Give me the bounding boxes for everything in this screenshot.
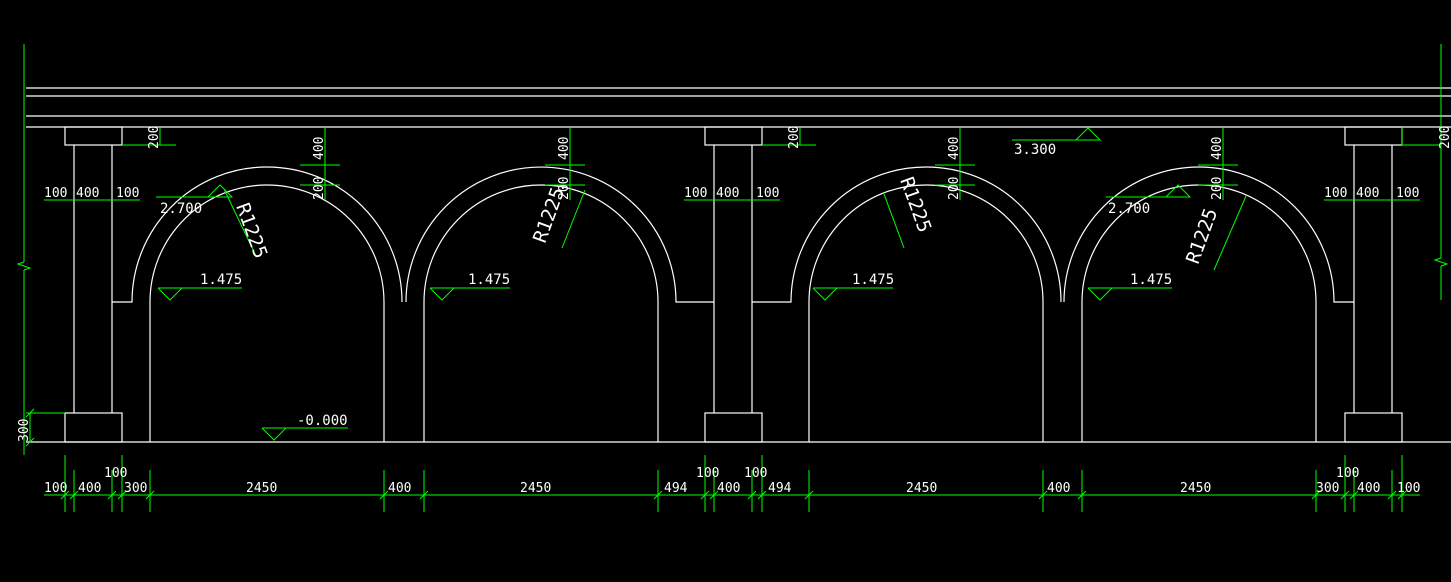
arch-outer	[752, 166, 1062, 303]
column-dim-side: 100	[1324, 186, 1347, 201]
radius-leader	[883, 193, 905, 249]
bottom-dim-label: 2450	[906, 481, 937, 496]
column-capital	[704, 126, 763, 146]
dim-label-400: 400	[312, 137, 327, 160]
arch-opening	[149, 184, 385, 442]
break-symbol	[1433, 257, 1449, 267]
dim-label-300: 300	[17, 419, 32, 442]
bottom-dim-label: 494	[664, 481, 688, 496]
column-dim-side: 100	[44, 186, 67, 201]
bottom-dim-label: 300	[124, 481, 147, 496]
radius-leader	[223, 188, 257, 257]
level-label-springing: 1.475	[852, 272, 894, 288]
column-base	[64, 412, 123, 443]
bottom-dim-label: 400	[717, 481, 740, 496]
dimension-graphics	[16, 44, 1449, 512]
column-dim-side: 100	[1396, 186, 1419, 201]
radius-leader	[1213, 195, 1247, 271]
bottom-dim-label: 300	[1316, 481, 1339, 496]
bottom-dim-label: 400	[1047, 481, 1070, 496]
bottom-dim-label: 400	[1357, 481, 1380, 496]
level-label-springing: 1.475	[1130, 272, 1172, 288]
dim-extension-lines	[64, 455, 1403, 512]
arch-outer	[1063, 166, 1354, 303]
dim-label-200: 200	[1210, 177, 1225, 200]
bottom-dim-label: 2450	[246, 481, 277, 496]
dim-label-200: 200	[312, 177, 327, 200]
dim-label-400: 400	[1210, 137, 1225, 160]
column-dim-mid: 400	[1356, 186, 1379, 201]
bottom-dim-label: 2450	[520, 481, 551, 496]
dim-tick	[25, 408, 35, 418]
level-label-springing: 1.475	[200, 272, 242, 288]
arch-opening	[423, 184, 659, 442]
level-label-top: 3.300	[1014, 142, 1056, 158]
bottom-dim-label: 494	[768, 481, 792, 496]
bottom-dim-label: 2450	[1180, 481, 1211, 496]
arch-opening	[808, 184, 1044, 442]
column-dim-side: 100	[116, 186, 139, 201]
column-dim-mid: 400	[76, 186, 99, 201]
dim-label-200: 200	[557, 177, 572, 200]
dim-label-200: 200	[787, 126, 802, 149]
column-base	[1344, 412, 1403, 443]
level-label-springing: 1.475	[468, 272, 510, 288]
bottom-dim-label: 100	[1397, 481, 1420, 496]
level-label-impost: 2.700	[1108, 201, 1150, 217]
dim-label-200: 200	[147, 126, 162, 149]
radius-leader	[561, 189, 586, 249]
bottom-dim-label: 400	[388, 481, 411, 496]
arcade-geometry	[26, 87, 1451, 443]
level-label-ground: -0.000	[297, 413, 348, 429]
arch-outer	[112, 166, 403, 303]
bottom-dim-label: 100	[104, 466, 127, 481]
bottom-dim-label: 100	[44, 481, 67, 496]
bottom-dim-label: 100	[1336, 466, 1359, 481]
dim-label-200: 200	[1438, 126, 1451, 149]
level-label-impost: 2.700	[160, 201, 202, 217]
dim-ticks	[60, 490, 1407, 500]
arch-outer	[405, 166, 714, 303]
bottom-dim-label: 400	[78, 481, 101, 496]
bottom-dim-label: 100	[696, 466, 719, 481]
column-dim-side: 100	[684, 186, 707, 201]
column-capital	[64, 126, 123, 146]
dim-label-400: 400	[557, 137, 572, 160]
column-dim-mid: 400	[716, 186, 739, 201]
break-symbol	[16, 261, 32, 271]
dim-label-200: 200	[947, 177, 962, 200]
dim-tick	[25, 437, 35, 447]
column-base	[704, 412, 763, 443]
column-dim-side: 100	[756, 186, 779, 201]
bottom-dim-label: 100	[744, 466, 767, 481]
dim-label-400: 400	[947, 137, 962, 160]
